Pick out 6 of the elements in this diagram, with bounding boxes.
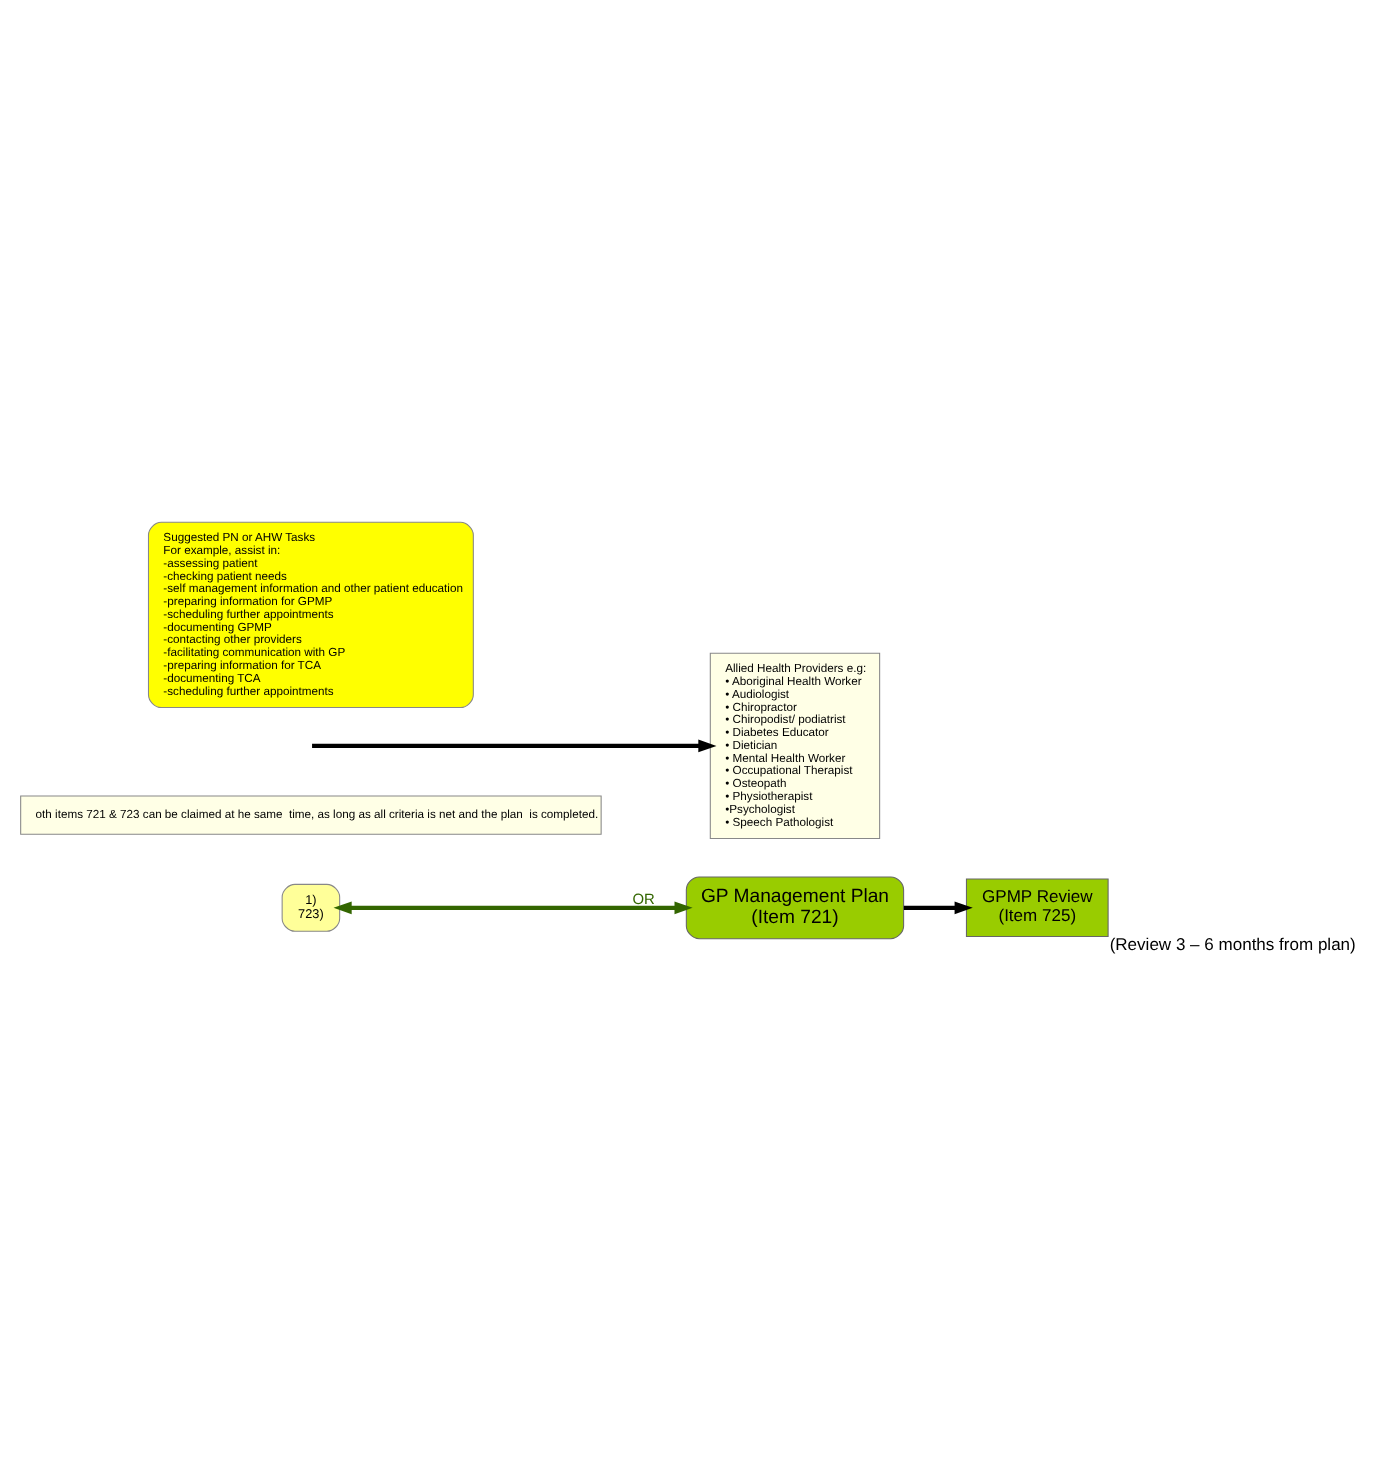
arrow xyxy=(333,900,693,914)
arrow xyxy=(903,900,973,914)
arrow xyxy=(312,738,717,752)
node-box: GPMP Review (Item 725) xyxy=(965,877,1109,937)
node-label: (Review 3 – 6 months from plan) xyxy=(1109,933,1356,954)
node-box: GP Management Plan (Item 721) xyxy=(685,875,905,939)
